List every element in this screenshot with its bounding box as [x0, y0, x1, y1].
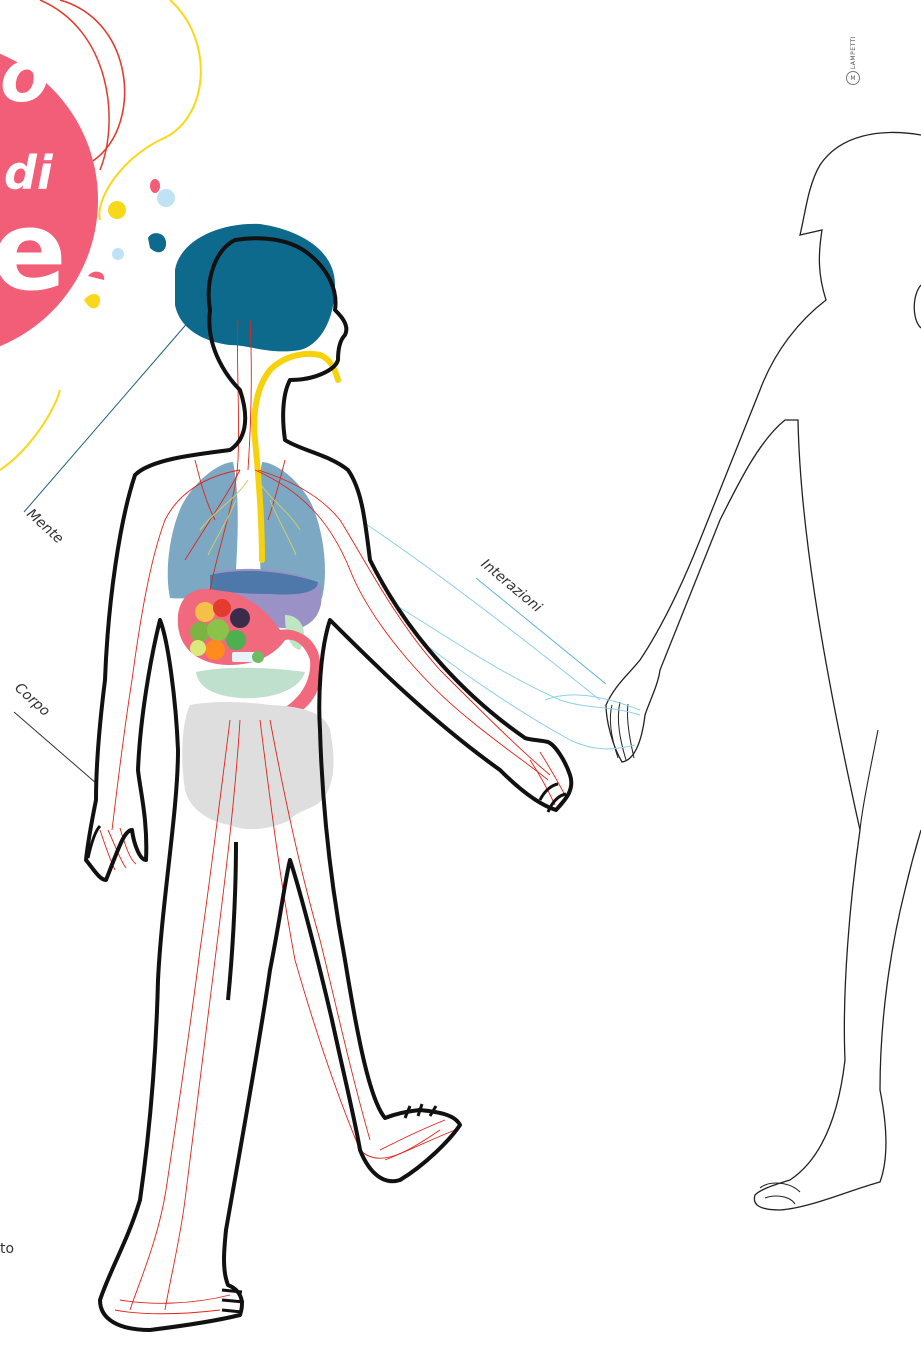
decor-dot	[112, 248, 124, 260]
decor-dot	[157, 189, 175, 207]
logo-text: LAMPETTI	[850, 36, 857, 69]
title-fragment-1: o	[0, 40, 49, 112]
logo-mark-icon: M	[846, 71, 860, 85]
decorative-yellow-swirl-low	[0, 390, 60, 470]
title-fragment-3: e	[0, 196, 67, 306]
brain	[175, 224, 335, 352]
bottom-text-fragment: to	[0, 1241, 14, 1257]
interazioni-leader-line	[476, 578, 606, 684]
second-person-outline	[606, 133, 921, 1210]
corpo-leader-line	[14, 712, 104, 790]
decor-drop	[148, 233, 166, 252]
decor-dot	[108, 201, 126, 219]
decor-drop	[88, 272, 104, 280]
brand-logo: LAMPETTI M	[846, 36, 860, 96]
decor-dot	[150, 179, 160, 193]
decor-drop	[84, 294, 100, 308]
